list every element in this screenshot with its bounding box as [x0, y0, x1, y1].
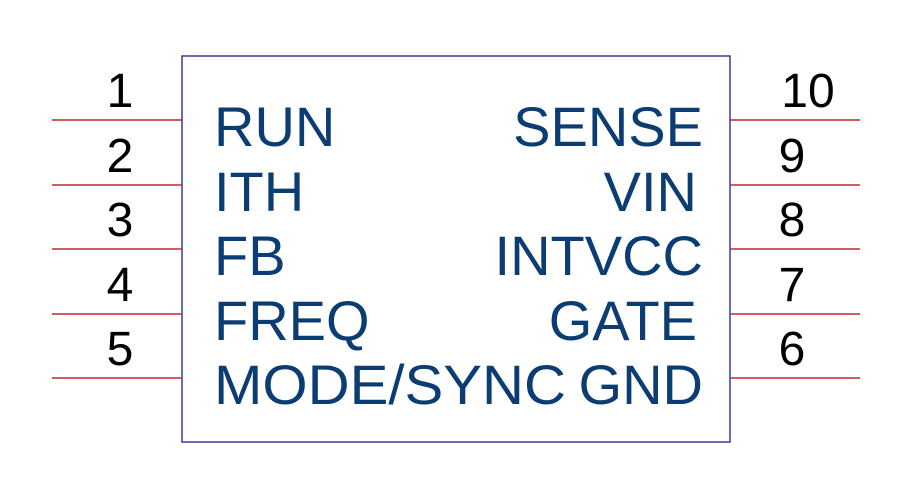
pin-label-left-1: RUN — [214, 95, 335, 158]
pin-label-right-6: GND — [579, 353, 703, 416]
pin-label-right-8: INTVCC — [495, 224, 703, 287]
pin-number-right-8: 8 — [779, 194, 806, 247]
pin-label-left-4: FREQ — [214, 289, 370, 352]
pin-label-left-5: MODE/SYNC — [214, 353, 566, 416]
pin-number-left-3: 3 — [107, 194, 134, 247]
pin-label-right-9: VIN — [604, 160, 697, 223]
pin-number-right-10: 10 — [781, 65, 834, 118]
pin-label-right-10: SENSE — [513, 95, 703, 158]
pin-label-left-3: FB — [214, 224, 286, 287]
pin-number-right-6: 6 — [779, 323, 806, 376]
pin-number-left-5: 5 — [107, 323, 134, 376]
pin-number-left-2: 2 — [107, 130, 134, 183]
pin-number-right-9: 9 — [779, 130, 806, 183]
pin-number-right-7: 7 — [779, 259, 806, 312]
pin-label-left-2: ITH — [214, 160, 304, 223]
pin-label-right-7: GATE — [549, 289, 697, 352]
pin-number-left-1: 1 — [107, 65, 134, 118]
pin-number-left-4: 4 — [107, 259, 134, 312]
